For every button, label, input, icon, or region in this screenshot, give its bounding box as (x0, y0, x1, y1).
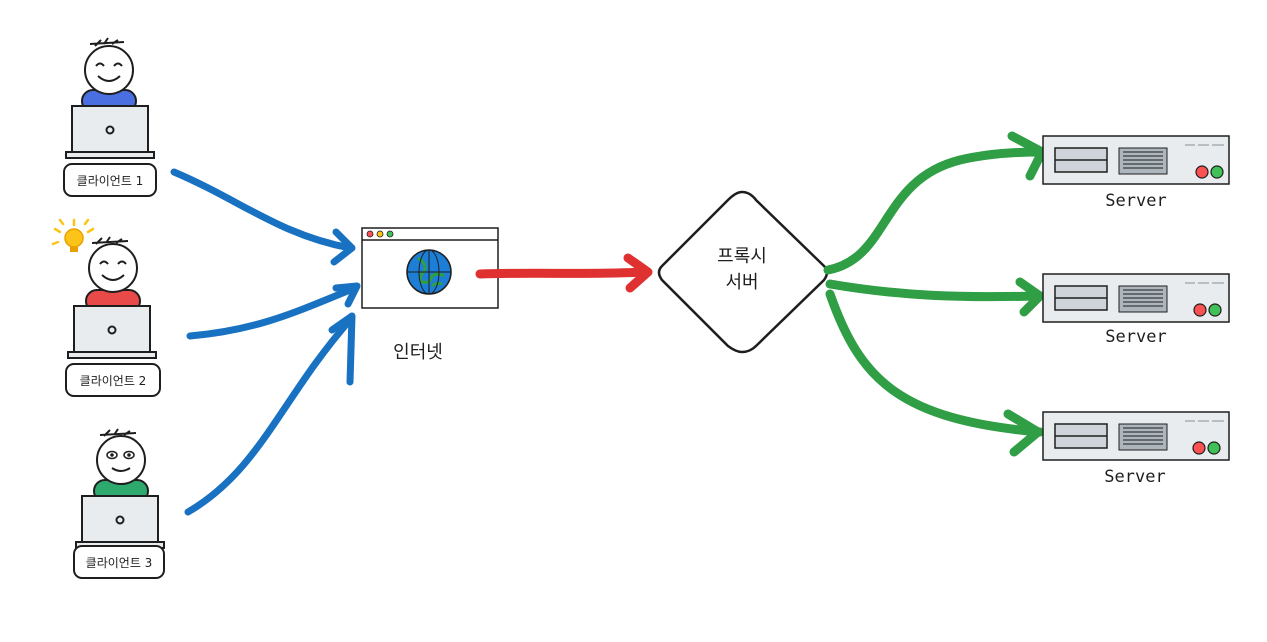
server-1: Server (1042, 135, 1230, 211)
client-2: 클라이언트 2 (51, 218, 161, 397)
client-3: 클라이언트 3 (73, 428, 165, 579)
arrow-client-3 (184, 316, 354, 516)
arrow-client-1 (170, 168, 354, 252)
proxy-label-line2: 서버 (725, 272, 758, 293)
status-led-red (1193, 303, 1207, 317)
arrow-server-3 (825, 289, 1045, 437)
server-3-label: Server (1104, 467, 1165, 487)
person-icon (93, 428, 149, 503)
proxy-label-line1: 프록시 (717, 246, 767, 267)
client-label-box (65, 363, 161, 397)
status-led-red (1192, 441, 1206, 455)
arrow-server-2 (825, 279, 1043, 302)
client-label-box (73, 545, 165, 579)
server-arrows (823, 131, 1047, 457)
server-3: Server (1042, 411, 1230, 487)
person-icon (85, 236, 141, 313)
client-3-label: 클라이언트 3 (86, 556, 153, 570)
arrowhead (1007, 131, 1047, 181)
client-2-label: 클라이언트 2 (80, 374, 147, 388)
laptop-icon (67, 305, 157, 359)
globe-browser-icon (361, 227, 499, 309)
internet: 인터넷 (361, 227, 499, 363)
client-label-box (63, 163, 157, 197)
laptop-icon (75, 495, 165, 549)
status-led-red (1195, 165, 1209, 179)
server-2-label: Server (1105, 327, 1166, 347)
proxy-server: 프록시 서버 (657, 190, 829, 354)
status-led-green (1207, 441, 1221, 455)
lightbulb-icon (51, 218, 95, 252)
arrowhead (332, 282, 361, 308)
server-1-label: Server (1105, 191, 1166, 211)
person-icon (81, 37, 137, 113)
proxy-diamond (657, 190, 829, 354)
arrow-server-1 (823, 147, 1045, 275)
arrow-client-2 (186, 284, 359, 340)
arrowhead (328, 312, 356, 386)
laptop-icon (65, 105, 155, 159)
client-1: 클라이언트 1 (63, 37, 157, 197)
proxy-arrow (475, 253, 653, 293)
arrowhead (330, 228, 356, 266)
arrowhead (1003, 409, 1043, 457)
client-arrows (170, 168, 361, 516)
status-led-green (1208, 303, 1222, 317)
status-led-green (1210, 165, 1224, 179)
internet-label: 인터넷 (393, 342, 443, 363)
client-1-label: 클라이언트 1 (77, 174, 144, 188)
arrowhead (1015, 277, 1045, 317)
server-2: Server (1042, 273, 1230, 347)
